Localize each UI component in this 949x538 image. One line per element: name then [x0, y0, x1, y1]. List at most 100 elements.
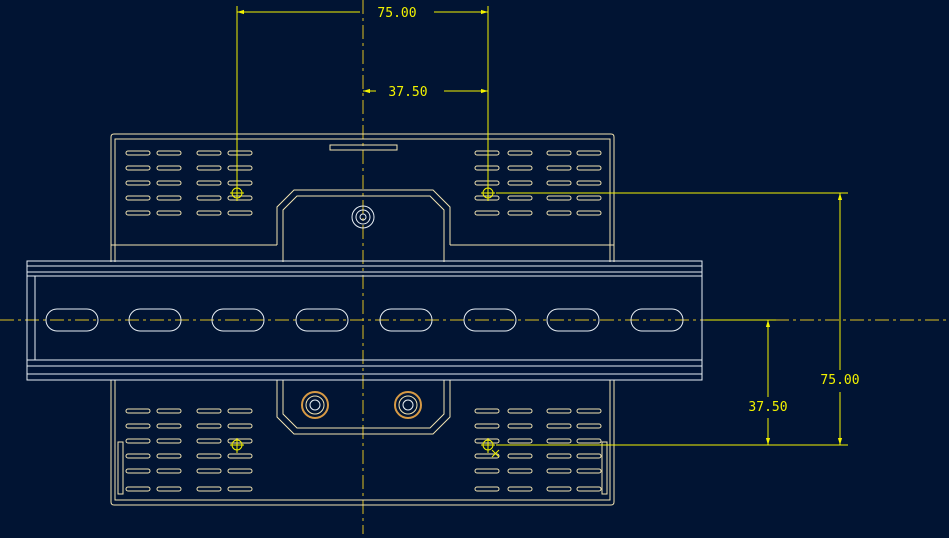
- lower-bracket: [110, 380, 615, 506]
- vent-slot: [196, 210, 222, 216]
- vent-slot: [576, 423, 602, 429]
- vent-slot: [227, 195, 253, 201]
- vent-slot: [156, 150, 182, 156]
- slot-grid-upper-right: [474, 150, 602, 216]
- rail-slot: [211, 308, 265, 332]
- dimension-labels: 75.00 37.50 75.00 37.50: [377, 6, 859, 415]
- vent-slot: [507, 150, 533, 156]
- vent-slot: [156, 423, 182, 429]
- vent-slot: [507, 195, 533, 201]
- vent-slot: [156, 210, 182, 216]
- vent-slot: [125, 150, 151, 156]
- rail-slot: [630, 308, 684, 332]
- dimensions: [236, 6, 848, 446]
- vent-slot: [156, 180, 182, 186]
- vent-slot: [125, 453, 151, 459]
- vent-slot: [546, 438, 572, 444]
- slot-grid-lower-left: [125, 408, 253, 492]
- din-rail: [26, 260, 703, 381]
- lower-center-tab: [276, 380, 451, 435]
- vent-slot: [576, 486, 602, 492]
- vent-slot: [507, 468, 533, 474]
- dimension-right-height: 75.00: [820, 373, 859, 388]
- vent-slot: [125, 180, 151, 186]
- vent-slot: [196, 165, 222, 171]
- vent-slot: [507, 486, 533, 492]
- vent-slot: [227, 423, 253, 429]
- vent-slot: [227, 165, 253, 171]
- vent-slot: [196, 438, 222, 444]
- vent-slot: [125, 210, 151, 216]
- rail-slot: [463, 308, 517, 332]
- rail-slot: [128, 308, 182, 332]
- vent-slot: [576, 210, 602, 216]
- vent-slot: [125, 408, 151, 414]
- vent-slot: [474, 180, 500, 186]
- vent-slot: [156, 468, 182, 474]
- upper-center-tab: [276, 189, 451, 245]
- vent-slot: [474, 423, 500, 429]
- vent-slot: [196, 453, 222, 459]
- mounting-holes: [230, 186, 500, 458]
- fasteners: [301, 205, 422, 419]
- vent-slot: [125, 468, 151, 474]
- vent-slot: [227, 408, 253, 414]
- hole-lower-left-icon: [230, 438, 244, 453]
- vent-slot: [196, 468, 222, 474]
- vent-slot: [196, 180, 222, 186]
- vent-slot: [507, 210, 533, 216]
- vent-slot: [507, 423, 533, 429]
- vent-slot: [576, 408, 602, 414]
- vent-slot: [576, 165, 602, 171]
- vent-slot: [227, 453, 253, 459]
- vent-slot: [546, 210, 572, 216]
- vent-slot: [196, 423, 222, 429]
- vent-slot: [156, 195, 182, 201]
- vent-slot: [546, 486, 572, 492]
- vent-slot: [156, 486, 182, 492]
- vent-slot: [507, 438, 533, 444]
- vent-slot: [156, 408, 182, 414]
- vent-slot: [546, 195, 572, 201]
- dimension-top-half: 37.50: [388, 85, 427, 100]
- slot-grid-lower-right: [474, 408, 602, 492]
- vent-slot: [474, 486, 500, 492]
- vent-slot: [546, 180, 572, 186]
- vent-slot: [196, 486, 222, 492]
- vent-slot: [125, 195, 151, 201]
- vent-slot: [227, 468, 253, 474]
- vent-slot: [507, 165, 533, 171]
- rail-slot: [546, 308, 600, 332]
- vent-slot: [576, 195, 602, 201]
- screw-lower-right-icon: [394, 391, 422, 419]
- vent-slot: [156, 165, 182, 171]
- vent-slot: [507, 453, 533, 459]
- vent-slot: [474, 408, 500, 414]
- vent-slot: [546, 468, 572, 474]
- vent-slot: [125, 438, 151, 444]
- rail-slots: [45, 308, 684, 332]
- vent-slot: [156, 438, 182, 444]
- vent-slot: [576, 438, 602, 444]
- vent-slot: [474, 438, 500, 444]
- dimension-top-width: 75.00: [377, 6, 416, 21]
- dimension-right-half: 37.50: [748, 400, 787, 415]
- vent-slot: [125, 165, 151, 171]
- vent-slot: [227, 210, 253, 216]
- vent-slot: [546, 408, 572, 414]
- vent-slot: [196, 408, 222, 414]
- screw-center-icon: [351, 205, 375, 229]
- slot-grid-upper-left: [125, 150, 253, 216]
- upper-bracket: [110, 133, 615, 262]
- hole-upper-right-icon: [481, 186, 495, 201]
- vent-slot: [546, 150, 572, 156]
- vent-slot: [507, 408, 533, 414]
- vent-slot: [227, 486, 253, 492]
- vent-slot: [125, 423, 151, 429]
- vent-slot: [507, 180, 533, 186]
- vent-slot: [474, 453, 500, 459]
- vent-slot: [546, 165, 572, 171]
- vent-slot: [125, 486, 151, 492]
